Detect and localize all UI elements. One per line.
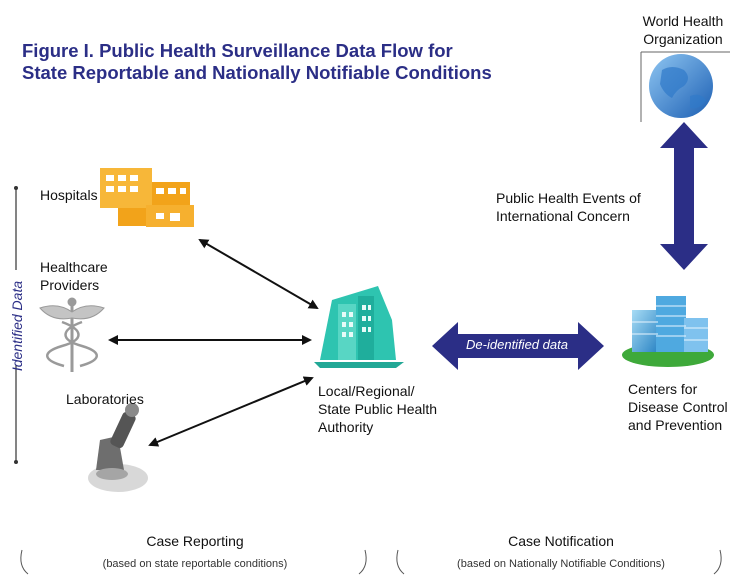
public-health-authority-label: Local/Regional/ State Public Health Auth… [318, 383, 438, 435]
who-label: World Health Organization [642, 13, 724, 47]
globe-icon [640, 51, 730, 122]
identified-data-label: Identified Data [9, 280, 25, 372]
hospital-building-icon [100, 168, 194, 227]
office-tower-icon [622, 296, 714, 367]
international-concern-label: Public Health Events of International Co… [496, 190, 641, 224]
laboratories-label: Laboratories [66, 391, 144, 407]
deidentified-data-arrow [432, 322, 604, 370]
microscope-icon [88, 403, 148, 492]
deidentified-data-label: De-identified data [466, 337, 568, 352]
identified-data-line [14, 186, 18, 464]
case-notification-note: (based on Nationally Notifiable Conditio… [457, 558, 665, 570]
case-reporting-label: Case Reporting [146, 533, 244, 549]
case-notification-bracket [396, 549, 722, 575]
cdc-label: Centers for Disease Control and Preventi… [628, 381, 728, 433]
arrow-hospitals-authority [198, 238, 319, 310]
international-concern-arrow [660, 122, 708, 270]
case-reporting-bracket [20, 549, 367, 575]
figure-title: Figure I. Public Health Surveillance Dat… [22, 40, 492, 83]
authority-building-icon [314, 286, 404, 368]
caduceus-icon [39, 297, 105, 372]
case-reporting-note: (based on state reportable conditions) [102, 558, 288, 570]
healthcare-providers-label: Healthcare Providers [40, 259, 108, 293]
hospitals-label: Hospitals [40, 187, 98, 203]
case-notification-label: Case Notification [508, 533, 614, 549]
arrow-laboratories-authority [148, 376, 314, 447]
